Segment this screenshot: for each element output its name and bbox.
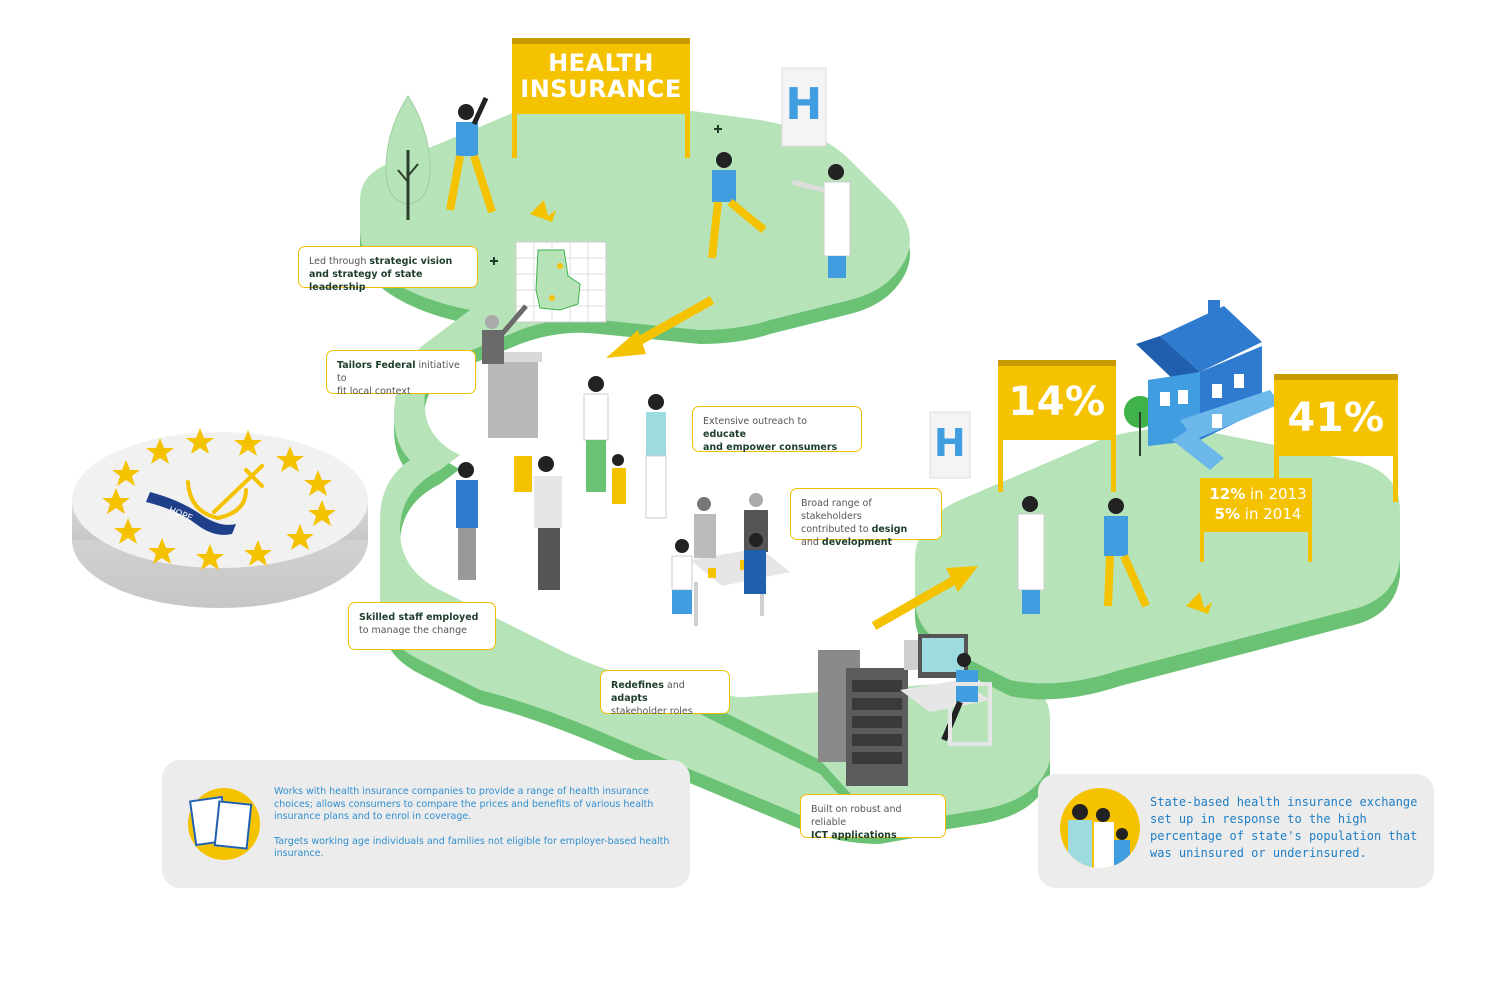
insurance-cards-icon: [188, 788, 260, 860]
callout-text-run: Skilled staff employed: [359, 612, 479, 623]
callout-stakeholders: Broad range of stakeholders contributed t…: [790, 488, 942, 548]
callout-text-run: Tailors Federal: [337, 360, 416, 371]
person-walking-top: [708, 152, 767, 259]
server-racks: [818, 650, 908, 786]
state-map-board: [515, 241, 607, 323]
hospital-sign-top: [781, 67, 827, 147]
state-seal: HOPE: [72, 428, 368, 608]
hope-ribbon: [146, 492, 236, 535]
health-insurance-sign-text: HEALTH INSURANCE: [512, 50, 690, 102]
person-walking-right: [1104, 498, 1150, 608]
doctor-right: [1017, 496, 1045, 614]
person-waving-top: [446, 96, 496, 214]
flow-arrow-2: [871, 566, 978, 630]
left-info-text: Works with health insurance companies to…: [274, 786, 670, 861]
right-info-text: State-based health insurance exchange se…: [1150, 795, 1418, 860]
callout-text-run: and: [801, 537, 822, 548]
callout-text-run: educate: [703, 429, 747, 440]
callout-text-run: development: [821, 537, 893, 548]
person-at-computer: [941, 653, 992, 746]
stat-sign-14: [998, 360, 1116, 492]
group-center: [583, 376, 667, 519]
callout-text-run: Led through: [309, 256, 370, 267]
callout-redefines: Redefines and adapts stakeholder roles: [600, 670, 730, 717]
stat-sign-41: [1274, 374, 1398, 502]
house-illustration: [1136, 300, 1280, 470]
podium: [484, 352, 542, 438]
seal-stars: [102, 428, 336, 570]
health-insurance-sign: [512, 38, 690, 158]
meeting-table: [690, 548, 790, 626]
group-left: [456, 456, 562, 590]
callout-text-run: and strategy of state leadership: [309, 269, 423, 293]
stat-14-value: 14%: [1008, 379, 1106, 425]
plus-icons: [490, 125, 722, 265]
family-icon: [1060, 788, 1140, 868]
people: [446, 96, 1150, 746]
left-info-paragraph-1: Works with health insurance companies to…: [274, 786, 654, 822]
flow-arrow-1: [606, 296, 715, 358]
callout-text-run: strategic vision: [369, 256, 453, 267]
callout-text-run: adapts: [611, 693, 648, 704]
doctor-top: [791, 164, 851, 278]
hospital-sign-right: [929, 411, 971, 479]
tree-left: [385, 95, 431, 220]
hospital-h-icon-top: H: [785, 79, 823, 130]
callout-tailors: Tailors Federal initiative to fit local c…: [326, 350, 476, 397]
callout-text-run: Broad range of stakeholders: [801, 498, 872, 522]
callout-text-run: Extensive outreach to: [703, 416, 808, 427]
stat-trend-2014: 5% in 2014: [1214, 505, 1302, 523]
stat-trend-lines: 12% in 2013 5% in 2014: [1206, 484, 1310, 524]
callout-text-run: and: [663, 680, 685, 691]
callout-text-run: to manage the change: [359, 625, 467, 636]
left-info-paragraph-2: Targets working age individuals and fami…: [274, 835, 670, 860]
callout-text-run: stakeholder roles: [611, 706, 693, 717]
sign-line-1: HEALTH: [548, 49, 654, 77]
anchor-icon: [186, 464, 264, 521]
callout-text-run: Redefines: [611, 680, 664, 691]
callout-outreach: Extensive outreach to educate and empower…: [692, 406, 862, 453]
stat-trend-2013: 12% in 2013: [1209, 485, 1307, 503]
banana-peels: [530, 200, 1212, 614]
callout-skilled: Skilled staff employed to manage the chan…: [348, 602, 496, 650]
group-table: [671, 493, 768, 614]
stat-41-value: 41%: [1287, 395, 1385, 441]
sign-line-2: INSURANCE: [520, 75, 682, 103]
callout-text-run: contributed to: [801, 524, 872, 535]
callout-text-run: ICT applications: [811, 830, 897, 841]
callout-text-run: fit local context: [337, 386, 411, 397]
hospital-h-icon-right: H: [933, 421, 967, 465]
speaker-at-podium: [482, 304, 528, 364]
callout-text-run: initiative to: [337, 360, 460, 384]
callout-strategic: Led through strategic vision and strategy…: [298, 246, 478, 293]
callout-text-run: and empower consumers: [703, 442, 838, 453]
callout-text-run: Built on robust and reliable: [811, 804, 902, 828]
stat-sign-trend: [1200, 478, 1312, 562]
callout-text-run: design: [871, 524, 908, 535]
